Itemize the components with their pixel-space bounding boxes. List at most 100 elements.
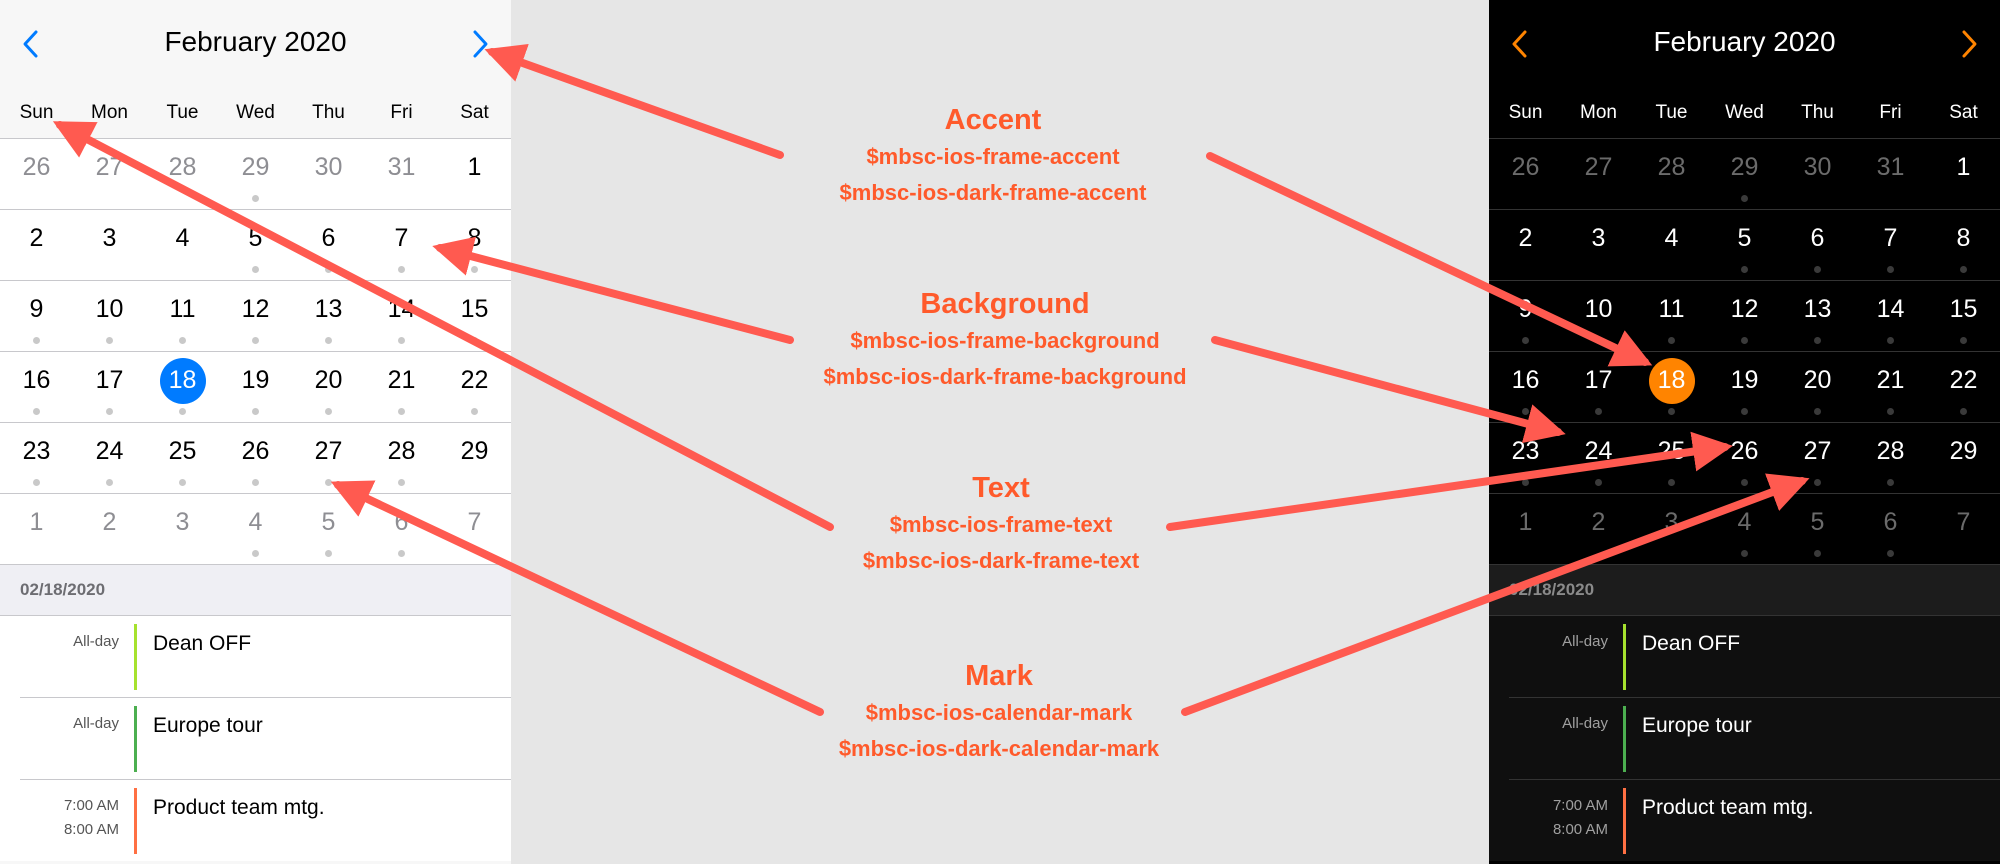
calendar-day[interactable]: 7 [365, 210, 438, 280]
event-mark-dot [252, 550, 259, 557]
calendar-day[interactable]: 17 [1562, 352, 1635, 422]
calendar-day[interactable]: 13 [1781, 281, 1854, 351]
calendar-day[interactable]: 14 [1854, 281, 1927, 351]
calendar-day[interactable]: 17 [73, 352, 146, 422]
calendar-day[interactable]: 3 [1635, 494, 1708, 564]
calendar-day[interactable]: 10 [1562, 281, 1635, 351]
calendar-day[interactable]: 7 [438, 494, 511, 564]
calendar-day[interactable]: 6 [1781, 210, 1854, 280]
calendar-day[interactable]: 16 [0, 352, 73, 422]
calendar-day[interactable]: 1 [1927, 139, 2000, 209]
calendar-day[interactable]: 21 [365, 352, 438, 422]
calendar-day[interactable]: 19 [1708, 352, 1781, 422]
calendar-day[interactable]: 29 [1927, 423, 2000, 493]
calendar-day[interactable]: 24 [1562, 423, 1635, 493]
calendar-day[interactable]: 29 [1708, 139, 1781, 209]
calendar-day[interactable]: 25 [146, 423, 219, 493]
calendar-day[interactable]: 3 [1562, 210, 1635, 280]
day-number: 1 [1956, 153, 1971, 181]
calendar-day[interactable]: 29 [219, 139, 292, 209]
calendar-day[interactable]: 30 [292, 139, 365, 209]
calendar-day[interactable]: 15 [1927, 281, 2000, 351]
calendar-day[interactable]: 23 [1489, 423, 1562, 493]
calendar-day[interactable]: 2 [0, 210, 73, 280]
calendar-day[interactable]: 28 [146, 139, 219, 209]
calendar-day[interactable]: 1 [0, 494, 73, 564]
next-month-button[interactable] [1948, 24, 1988, 64]
calendar-day[interactable]: 26 [0, 139, 73, 209]
calendar-day-selected[interactable]: 18 [1635, 352, 1708, 422]
calendar-day[interactable]: 4 [1708, 494, 1781, 564]
calendar-day[interactable]: 4 [219, 494, 292, 564]
calendar-day[interactable]: 28 [1635, 139, 1708, 209]
calendar-day[interactable]: 6 [292, 210, 365, 280]
calendar-day[interactable]: 6 [1854, 494, 1927, 564]
calendar-day[interactable]: 8 [1927, 210, 2000, 280]
calendar-day[interactable]: 22 [438, 352, 511, 422]
calendar-day[interactable]: 6 [365, 494, 438, 564]
calendar-day[interactable]: 26 [219, 423, 292, 493]
calendar-day[interactable]: 5 [219, 210, 292, 280]
calendar-day[interactable]: 11 [146, 281, 219, 351]
calendar-day[interactable]: 22 [1927, 352, 2000, 422]
calendar-day[interactable]: 4 [146, 210, 219, 280]
calendar-day[interactable]: 26 [1489, 139, 1562, 209]
calendar-day[interactable]: 2 [1562, 494, 1635, 564]
calendar-day[interactable]: 16 [1489, 352, 1562, 422]
calendar-day[interactable]: 1 [1489, 494, 1562, 564]
calendar-day[interactable]: 11 [1635, 281, 1708, 351]
calendar-day[interactable]: 10 [73, 281, 146, 351]
calendar-day[interactable]: 19 [219, 352, 292, 422]
calendar-day[interactable]: 23 [0, 423, 73, 493]
calendar-day[interactable]: 8 [438, 210, 511, 280]
calendar-day[interactable]: 13 [292, 281, 365, 351]
prev-month-button[interactable] [1501, 24, 1541, 64]
calendar-day[interactable]: 14 [365, 281, 438, 351]
calendar-day[interactable]: 30 [1781, 139, 1854, 209]
calendar-day[interactable]: 27 [1781, 423, 1854, 493]
calendar-day[interactable]: 9 [0, 281, 73, 351]
event-start-time: All-day [1562, 633, 1608, 650]
calendar-day[interactable]: 3 [73, 210, 146, 280]
calendar-day[interactable]: 29 [438, 423, 511, 493]
calendar-day[interactable]: 4 [1635, 210, 1708, 280]
calendar-day-selected[interactable]: 18 [146, 352, 219, 422]
calendar-day[interactable]: 20 [292, 352, 365, 422]
day-number: 19 [241, 366, 270, 394]
calendar-day[interactable]: 12 [1708, 281, 1781, 351]
calendar-day[interactable]: 31 [1854, 139, 1927, 209]
calendar-day[interactable]: 5 [292, 494, 365, 564]
calendar-day[interactable]: 7 [1854, 210, 1927, 280]
calendar-day[interactable]: 12 [219, 281, 292, 351]
calendar-day[interactable]: 15 [438, 281, 511, 351]
calendar-day[interactable]: 7 [1927, 494, 2000, 564]
calendar-day[interactable]: 5 [1708, 210, 1781, 280]
calendar-day[interactable]: 28 [1854, 423, 1927, 493]
calendar-day[interactable]: 2 [73, 494, 146, 564]
next-month-button[interactable] [459, 24, 499, 64]
calendar-day[interactable]: 31 [365, 139, 438, 209]
calendar-day[interactable]: 27 [73, 139, 146, 209]
calendar-day[interactable]: 9 [1489, 281, 1562, 351]
calendar-day[interactable]: 1 [438, 139, 511, 209]
calendar-day[interactable]: 2 [1489, 210, 1562, 280]
calendar-day[interactable]: 20 [1781, 352, 1854, 422]
calendar-day[interactable]: 27 [292, 423, 365, 493]
event-color-bar [134, 624, 137, 690]
calendar-day[interactable]: 5 [1781, 494, 1854, 564]
calendar-day[interactable]: 28 [365, 423, 438, 493]
calendar-day[interactable]: 3 [146, 494, 219, 564]
calendar-day[interactable]: 24 [73, 423, 146, 493]
prev-month-button[interactable] [12, 24, 52, 64]
calendar-day[interactable]: 26 [1708, 423, 1781, 493]
calendar-day[interactable]: 27 [1562, 139, 1635, 209]
calendar-day[interactable]: 25 [1635, 423, 1708, 493]
calendar-day[interactable]: 21 [1854, 352, 1927, 422]
weekday-label: Wed [236, 102, 275, 123]
